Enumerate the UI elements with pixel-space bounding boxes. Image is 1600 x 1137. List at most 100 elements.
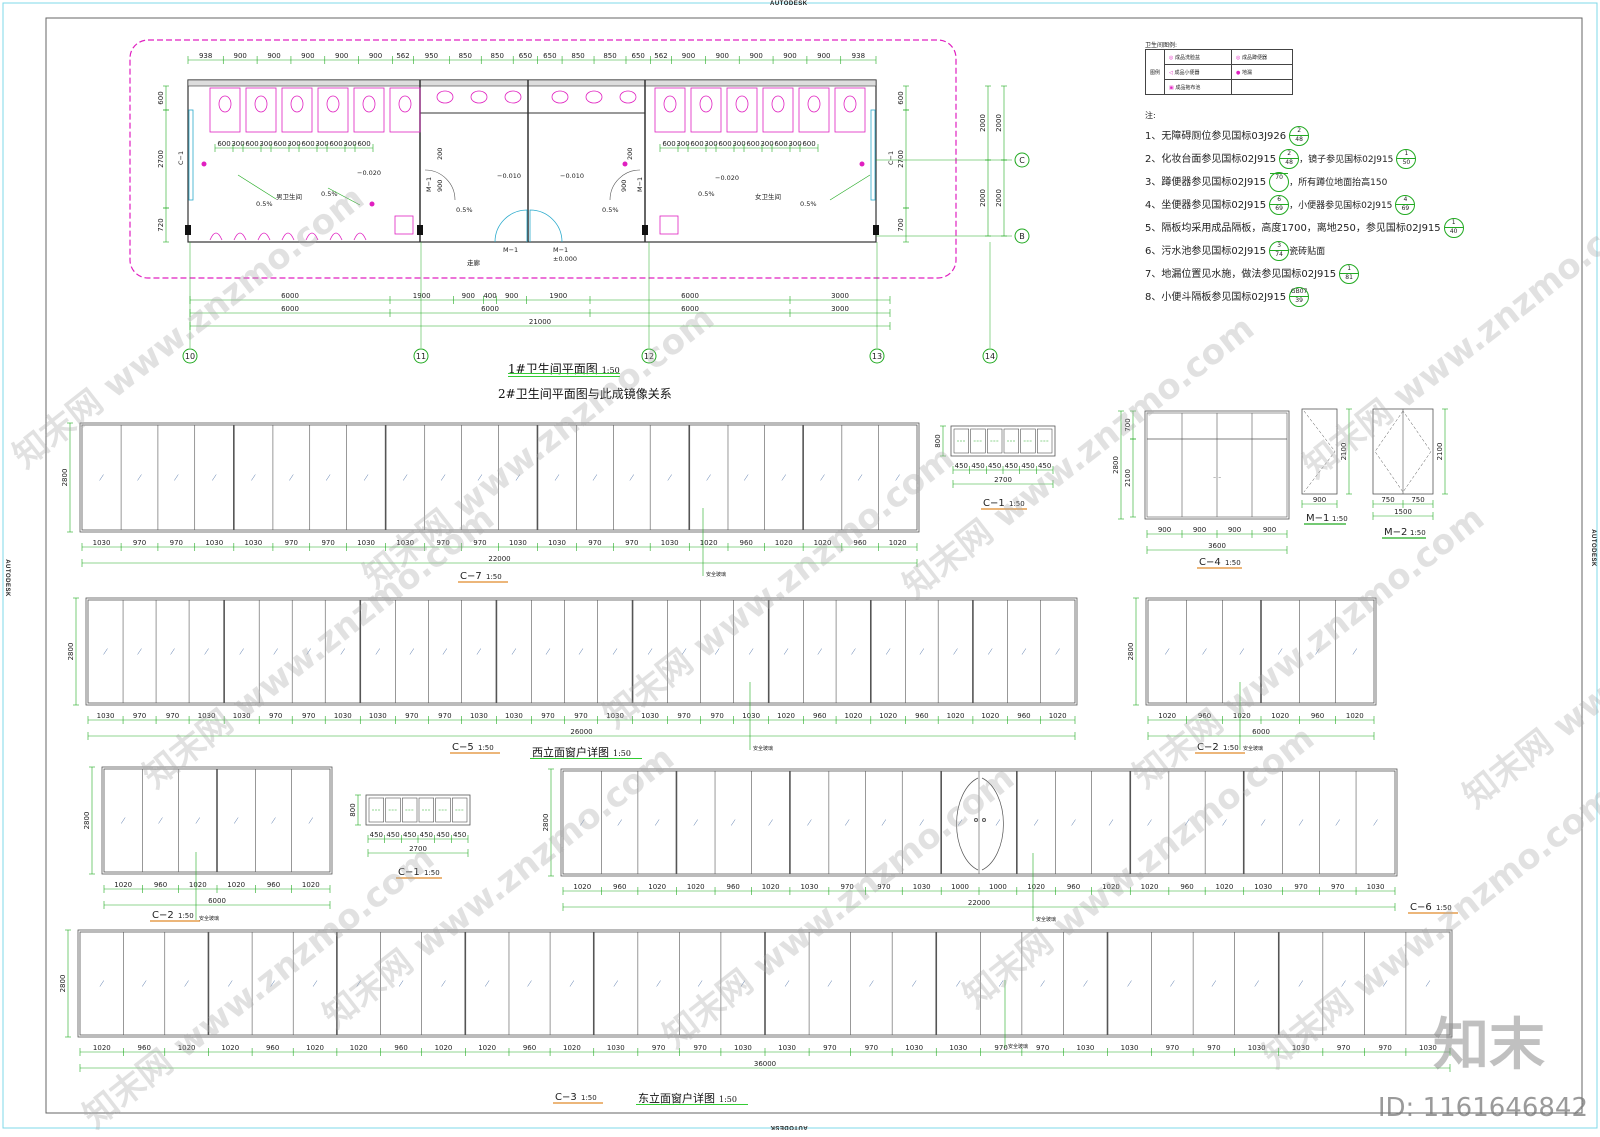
c6-elevation-glass-mark xyxy=(1108,819,1114,826)
plan-highlight-outline xyxy=(129,39,957,279)
c5-elevation-dim-label: 970 xyxy=(133,712,146,720)
axis-bubble xyxy=(982,348,998,364)
c5-elevation-glass-mark xyxy=(409,648,415,655)
c2b-elevation-title: C−2 xyxy=(152,910,174,921)
c6-elevation-glass-mark xyxy=(807,819,812,826)
c1b-elevation-total-dim-label: 2700 xyxy=(409,845,427,853)
c7-elevation-inner-frame xyxy=(81,424,918,531)
detail-ref-bottom: 70 xyxy=(1275,174,1283,181)
c2b-elevation-dim-label: 1020 xyxy=(114,881,132,889)
c2a-elevation-glass-mark xyxy=(1352,648,1357,655)
c3-elevation-glass-mark xyxy=(569,980,575,987)
dim-label: 900 xyxy=(436,180,444,192)
c5-elevation-dim-label: 1030 xyxy=(606,712,624,720)
m1-height-dim-label: 2100 xyxy=(1340,443,1348,461)
c5-elevation-dim-label: 970 xyxy=(438,712,451,720)
m2-scale: 1:50 xyxy=(1410,529,1426,537)
m2-dim-label: 750 xyxy=(1411,496,1424,504)
c2b-elevation-scale: 1:50 xyxy=(178,912,194,920)
detail-ref-top: 2 xyxy=(1280,150,1299,159)
c6-door-handle-right xyxy=(982,818,986,822)
detail-ref-bottom: 40 xyxy=(1449,228,1458,235)
column xyxy=(185,225,191,235)
c1b-elevation-dim-label: 450 xyxy=(386,831,399,839)
note-text: 2、化妆台面参见国标02J915 xyxy=(1145,154,1277,165)
detail-ref-bottom: 48 xyxy=(1285,159,1293,166)
c5-elevation-dim-label: 960 xyxy=(915,712,928,720)
detail-ref-bubble: 70 xyxy=(1269,172,1290,192)
c3-elevation-dim-label: 970 xyxy=(693,1044,706,1052)
c5-elevation-dim-label: 1020 xyxy=(947,712,965,720)
axis-bubble xyxy=(869,348,885,364)
female-stall-dim-label: 600 xyxy=(718,140,731,148)
m1-swing-mark xyxy=(1303,410,1336,493)
c6-elevation-dim-label: 1000 xyxy=(989,883,1007,891)
c3-elevation-glass-mark xyxy=(1127,980,1132,987)
c1-elevation-title: C−1 xyxy=(983,498,1005,509)
level-label: −0.010 xyxy=(560,172,584,180)
c5-elevation-glass-mark xyxy=(137,648,142,655)
c6-elevation-glass-mark xyxy=(919,819,924,826)
note-text: 6、污水池参见国标02J915 xyxy=(1145,246,1267,257)
c6-elevation-glass-mark xyxy=(881,819,887,826)
axis-label-b: B xyxy=(1019,232,1025,241)
c5-elevation-glass-mark xyxy=(851,648,856,655)
c3-elevation-glass-mark xyxy=(484,980,490,987)
c5-elevation-title: C−5 xyxy=(452,742,474,753)
c6-elevation-title: C−6 xyxy=(1410,902,1432,913)
plan-top-dim-label: 900 xyxy=(817,52,830,60)
plan-top-dim-label: 900 xyxy=(682,52,695,60)
c5-elevation-dim-label: 1020 xyxy=(845,712,863,720)
c4-dim-label: 900 xyxy=(1158,526,1171,534)
west-title-text: 西立面窗户详图 xyxy=(532,746,609,759)
c7-elevation-scale: 1:50 xyxy=(486,573,502,581)
legend-col-head: 图例 xyxy=(1144,49,1166,95)
c4-top-dim-label: 700 xyxy=(1124,418,1132,431)
plan-bottom-dim2-label: 6000 xyxy=(281,305,299,313)
c2a-elevation-total-dim-label: 6000 xyxy=(1252,728,1270,736)
c1b-elevation-scale: 1:50 xyxy=(424,869,440,877)
floor-drain xyxy=(622,161,628,167)
c4-outer-frame xyxy=(1144,410,1290,520)
c4-total-dim-label: 3600 xyxy=(1208,542,1226,550)
c6-elevation-glass-mark xyxy=(1298,819,1304,826)
c7-elevation-height-dim-label: 2800 xyxy=(61,469,69,487)
c3-elevation-dim-label: 1020 xyxy=(93,1044,111,1052)
c7-elevation-dim-label: 1020 xyxy=(700,539,718,547)
c3-elevation-dim-label: 960 xyxy=(138,1044,151,1052)
c5-elevation-dim-label: 960 xyxy=(1017,712,1030,720)
legend-item: 成品拖布池 xyxy=(1175,84,1201,91)
c5-elevation-dim-label: 970 xyxy=(710,712,723,720)
c1-elevation-dim-label: 450 xyxy=(988,462,1001,470)
slope-arrow xyxy=(829,174,871,201)
c6-elevation-dim-label: 970 xyxy=(841,883,854,891)
c6-elevation-dim-label: 1000 xyxy=(951,883,969,891)
column xyxy=(642,225,648,235)
axis-number: 11 xyxy=(416,352,426,361)
c6-elevation-glass-mark xyxy=(1260,819,1266,826)
column xyxy=(873,225,879,235)
c3-elevation-dim-label: 1030 xyxy=(607,1044,625,1052)
female-squat-toilet xyxy=(663,95,677,113)
c6-elevation-dim-label: 1020 xyxy=(573,883,591,891)
c6-elevation-dim-label: 1020 xyxy=(762,883,780,891)
male-squat-toilet xyxy=(218,95,232,113)
c5-elevation-glass-mark xyxy=(953,648,958,655)
c3-elevation-glass-mark xyxy=(1254,980,1259,987)
c5-elevation-glass-mark xyxy=(612,648,618,655)
c7-elevation-glass-mark xyxy=(820,474,825,481)
c5-elevation-glass-mark xyxy=(340,648,345,655)
note-extra: ，镜子参见国标02J915 xyxy=(1299,155,1394,165)
c3-elevation-glass-mark xyxy=(1298,980,1304,987)
door-m1-swing-left xyxy=(424,169,456,201)
detail-ref-top: 2 xyxy=(1290,127,1309,136)
c3-elevation-dim-label: 970 xyxy=(652,1044,665,1052)
plan-bottom-dim1-label: 900 xyxy=(462,292,475,300)
c2a-elevation-dim-label: 960 xyxy=(1198,712,1211,720)
c6-elevation-dim-label: 1020 xyxy=(648,883,666,891)
